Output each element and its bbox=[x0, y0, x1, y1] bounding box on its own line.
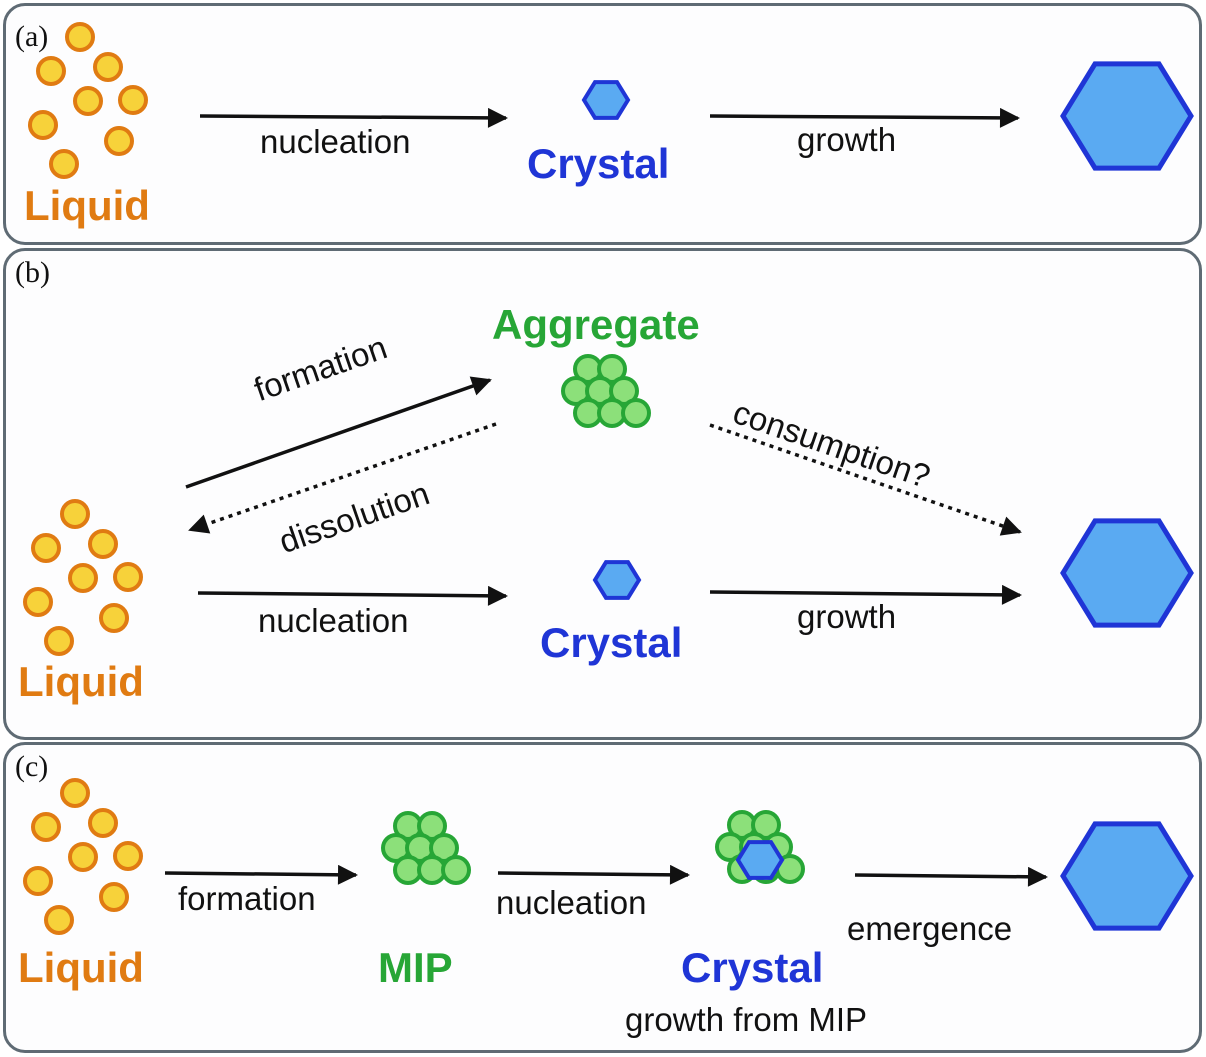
panel-a-liquid-molecule bbox=[93, 52, 123, 82]
panel-c-liquid-molecule bbox=[23, 866, 53, 896]
panel-b-liquid-molecule bbox=[68, 563, 98, 593]
arrow-a-nucleation bbox=[199, 107, 508, 128]
panel-b-liquid-molecule bbox=[31, 533, 61, 563]
panel-b-liquid-molecule bbox=[88, 529, 118, 559]
panel-c-emergence-label: emergence bbox=[847, 910, 1013, 947]
arrow-b-consumption bbox=[709, 423, 1022, 536]
panel-b-small-crystal bbox=[592, 560, 642, 600]
panel-c-growth-from-mip-label: growth from MIP bbox=[625, 1001, 868, 1038]
panel-b-liquid-molecule bbox=[23, 587, 53, 617]
panel-c-label: (c) bbox=[15, 750, 49, 783]
panel-a-liquid-molecule bbox=[104, 126, 134, 156]
panel-b-growth-label: growth bbox=[797, 598, 897, 635]
panel-a-liquid-molecule bbox=[118, 85, 148, 115]
panel-a-liquid-molecule bbox=[28, 110, 58, 140]
panel-c-mip-label: MIP bbox=[378, 944, 453, 991]
panel-a-liquid-molecule bbox=[65, 22, 95, 52]
panel-a-liquid-label: Liquid bbox=[24, 182, 150, 229]
arrow-b-formation bbox=[185, 376, 492, 489]
arrow-b-nucleation bbox=[197, 585, 508, 606]
panel-a-small-crystal bbox=[581, 80, 631, 120]
panel-a-liquid-molecule bbox=[49, 149, 79, 179]
panel-a-liquid-molecule bbox=[36, 56, 66, 86]
panel-c-liquid-label: Liquid bbox=[18, 944, 144, 991]
arrow-c-nucleation bbox=[497, 864, 690, 885]
panel-c-liquid-molecule bbox=[88, 808, 118, 838]
panel-b-crystal-label: Crystal bbox=[540, 619, 683, 666]
panel-b-liquid-label: Liquid bbox=[18, 658, 144, 705]
panel-a-label: (a) bbox=[15, 20, 49, 53]
panel-c-liquid-molecule bbox=[60, 778, 90, 808]
panel-c bbox=[3, 742, 1202, 1053]
panel-b-liquid-molecule bbox=[60, 499, 90, 529]
panel-c-liquid-molecule bbox=[113, 841, 143, 871]
panel-b-liquid-molecule bbox=[44, 626, 74, 656]
panel-b-liquid-molecule bbox=[113, 562, 143, 592]
panel-c-nucleation-label: nucleation bbox=[496, 884, 647, 921]
panel-b-aggregate-label: Aggregate bbox=[492, 301, 700, 348]
panel-c-liquid-molecule bbox=[99, 882, 129, 912]
panel-a-liquid-molecule bbox=[73, 86, 103, 116]
panel-b-liquid-molecule bbox=[99, 603, 129, 633]
panel-b-aggregate-particle bbox=[621, 398, 651, 428]
arrow-a-growth bbox=[709, 107, 1020, 128]
panel-a-nucleation-label: nucleation bbox=[260, 123, 411, 160]
panel-c-liquid-molecule bbox=[31, 812, 61, 842]
panel-a-growth-label: growth bbox=[797, 121, 897, 158]
panel-a-crystal-label: Crystal bbox=[527, 140, 670, 187]
panel-a-large-crystal bbox=[1060, 61, 1194, 171]
panel-c-liquid-molecule bbox=[68, 842, 98, 872]
panel-c-small-crystal bbox=[735, 840, 785, 880]
arrow-c-emergence bbox=[854, 866, 1048, 887]
panel-c-liquid-molecule bbox=[44, 905, 74, 935]
panel-c-large-crystal bbox=[1060, 821, 1194, 931]
arrow-b-growth bbox=[709, 584, 1022, 605]
panel-b-label: (b) bbox=[15, 256, 50, 289]
panel-c-mip-particle bbox=[441, 855, 471, 885]
panel-c-formation-label: formation bbox=[178, 880, 316, 917]
arrow-c-formation bbox=[164, 864, 358, 885]
panel-b bbox=[3, 248, 1202, 740]
panel-b-large-crystal bbox=[1060, 518, 1194, 628]
panel-b-nucleation-label: nucleation bbox=[258, 602, 409, 639]
panel-c-crystal-label: Crystal bbox=[681, 944, 824, 991]
